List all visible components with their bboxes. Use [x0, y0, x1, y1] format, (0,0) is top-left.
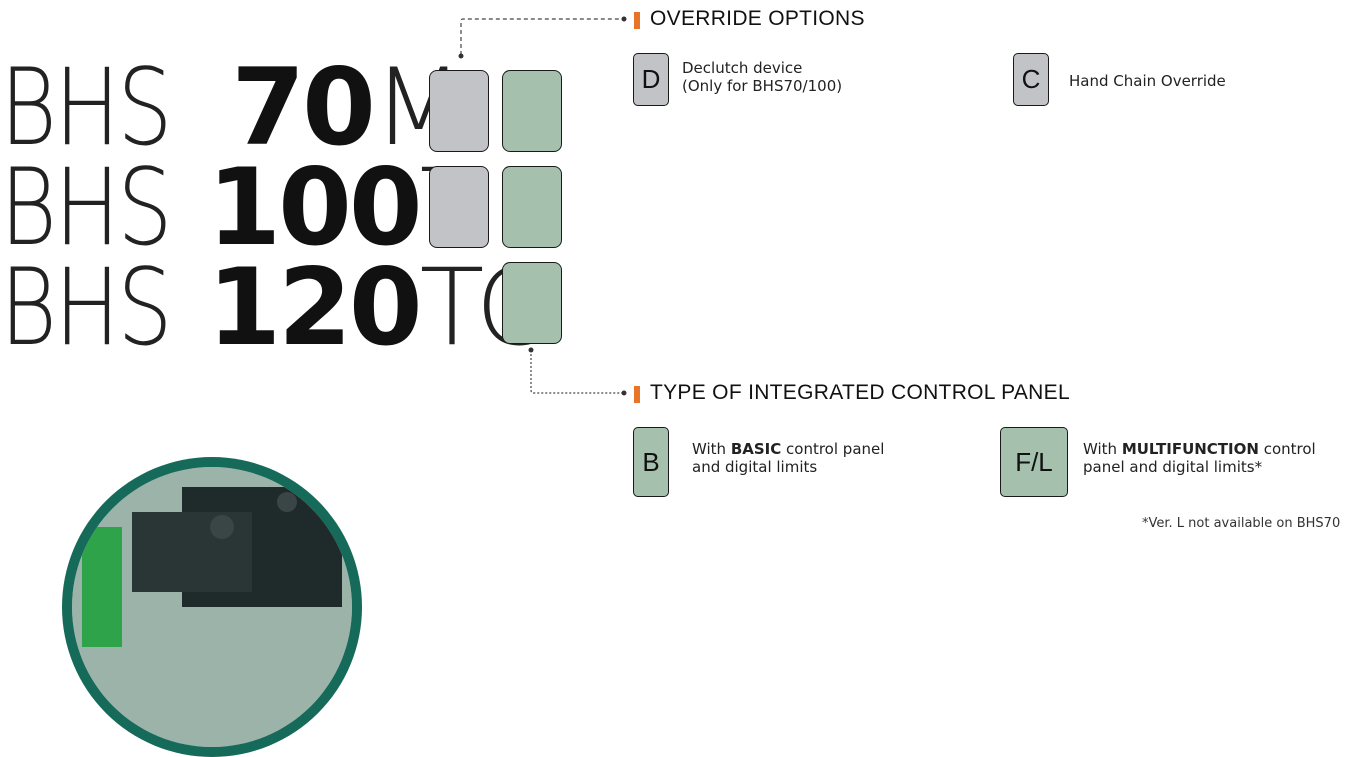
model-prefix: BHS [0, 146, 173, 269]
override-desc-d: Declutch device (Only for BHS70/100) [682, 59, 843, 95]
override-code-d: D [633, 53, 669, 106]
control-panel-heading: TYPE OF INTEGRATED CONTROL PANEL [650, 381, 1070, 404]
connector-lines [458, 16, 627, 396]
control-desc-fl: With MULTIFUNCTION control panel and dig… [1083, 440, 1316, 476]
control-slot-bhs100 [502, 166, 562, 248]
control-code-fl: F/L [1000, 427, 1068, 497]
model-number: 100 [207, 146, 422, 269]
override-slot-bhs100 [429, 166, 489, 248]
footnote: *Ver. L not available on BHS70 [1142, 516, 1341, 531]
product-image [72, 467, 352, 747]
accent-bar [634, 12, 640, 29]
accent-bar [634, 386, 640, 403]
control-desc-b: With BASIC control panel and digital lim… [692, 440, 885, 476]
model-prefix: BHS [0, 46, 173, 169]
override-code-c: C [1013, 53, 1049, 106]
override-options-heading: OVERRIDE OPTIONS [650, 7, 865, 30]
model-number: 70 [231, 46, 376, 169]
product-photo [62, 457, 362, 757]
control-code-b: B [633, 427, 669, 497]
model-prefix: BHS [0, 246, 173, 369]
control-slot-bhs70 [502, 70, 562, 152]
override-slot-bhs70 [429, 70, 489, 152]
override-desc-c: Hand Chain Override [1069, 72, 1226, 90]
control-slot-bhs120 [502, 262, 562, 344]
model-number: 120 [207, 246, 422, 369]
